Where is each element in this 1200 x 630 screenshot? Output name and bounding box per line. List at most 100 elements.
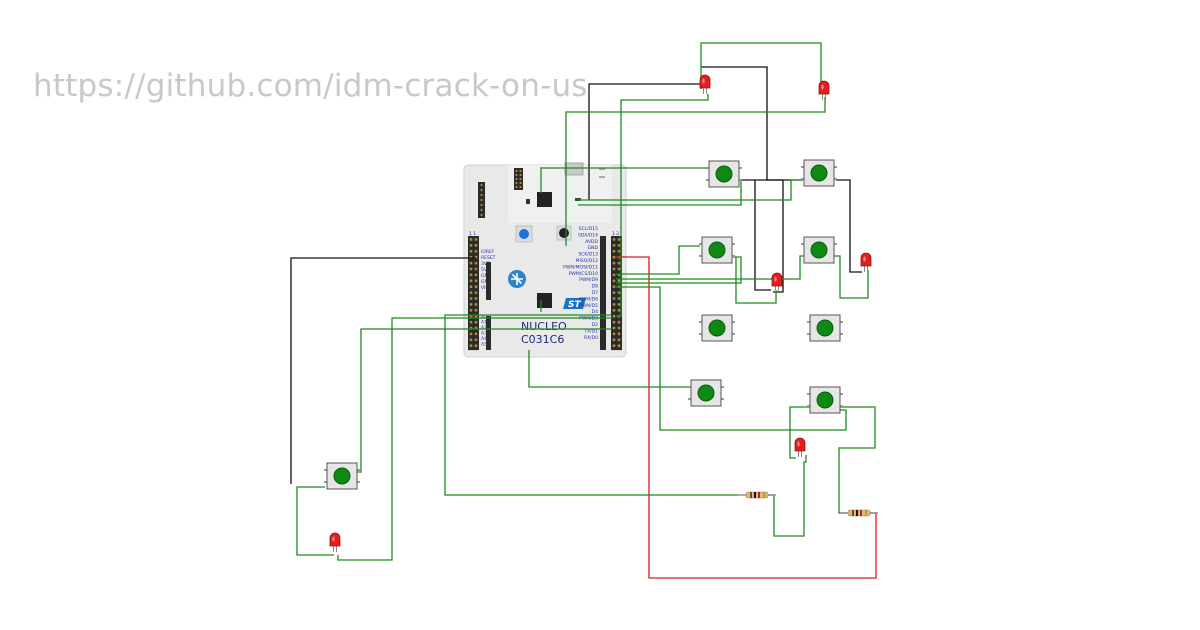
- right-header-pin[interactable]: [617, 238, 621, 241]
- left-header-pin[interactable]: [474, 303, 478, 306]
- right-header-pin[interactable]: [617, 267, 621, 271]
- wire-green-6[interactable]: [578, 180, 742, 206]
- right-header-pin[interactable]: [612, 249, 616, 253]
- right-header-pin[interactable]: [617, 249, 621, 253]
- left-header-pin[interactable]: [474, 244, 478, 247]
- left-header-pin[interactable]: [469, 238, 473, 241]
- wire-green-14[interactable]: [528, 350, 690, 388]
- right-header-pin[interactable]: [612, 303, 616, 306]
- pushbutton-btn-6[interactable]: [806, 314, 844, 342]
- left-header-pin[interactable]: [474, 291, 478, 294]
- right-header-pin[interactable]: [612, 326, 616, 330]
- led-4[interactable]: [860, 252, 872, 273]
- left-header-pin[interactable]: [469, 338, 473, 342]
- right-header-pin[interactable]: [612, 308, 616, 312]
- left-header-pin[interactable]: [469, 244, 473, 247]
- left-header-pin[interactable]: [474, 238, 478, 241]
- wire-green-18[interactable]: [838, 406, 876, 514]
- wire-green-10[interactable]: [616, 256, 742, 284]
- left-header-pin[interactable]: [474, 320, 478, 324]
- right-header-pin[interactable]: [617, 344, 621, 348]
- left-header-pin[interactable]: [469, 303, 473, 306]
- wire-green-8[interactable]: [616, 245, 700, 275]
- right-header-pin[interactable]: [612, 244, 616, 247]
- left-header-pin[interactable]: [469, 297, 473, 300]
- user-button[interactable]: [515, 225, 533, 243]
- right-header-pin[interactable]: [612, 238, 616, 241]
- right-header-pin[interactable]: [612, 338, 616, 342]
- led-6[interactable]: [329, 532, 341, 553]
- right-header-pin[interactable]: [612, 255, 616, 259]
- left-header-pin[interactable]: [469, 261, 473, 265]
- left-header-pin[interactable]: [474, 279, 478, 283]
- wire-green-7[interactable]: [578, 179, 803, 201]
- wire-black-5[interactable]: [754, 180, 771, 291]
- wire-green-13[interactable]: [616, 286, 847, 431]
- right-header-pin[interactable]: [617, 297, 621, 300]
- led-3[interactable]: [771, 272, 783, 293]
- pushbutton-btn-1[interactable]: [705, 160, 743, 188]
- left-header-pin[interactable]: [469, 249, 473, 253]
- left-header-pin[interactable]: [469, 273, 473, 277]
- wire-green-4[interactable]: [540, 167, 708, 193]
- left-header-pin[interactable]: [469, 291, 473, 294]
- left-header-pin[interactable]: [469, 308, 473, 312]
- pushbutton-btn-8[interactable]: [806, 386, 844, 414]
- resistor-1[interactable]: [737, 491, 777, 499]
- wire-green-11[interactable]: [735, 257, 777, 304]
- left-header-pin[interactable]: [469, 332, 473, 336]
- pushbutton-btn-9[interactable]: [323, 462, 361, 490]
- right-header-pin[interactable]: [617, 338, 621, 342]
- right-header-pin[interactable]: [617, 308, 621, 312]
- right-pin-header[interactable]: [611, 236, 622, 351]
- right-header-pin[interactable]: [612, 273, 616, 277]
- left-pin-header[interactable]: [468, 236, 479, 351]
- right-header-pin[interactable]: [617, 320, 621, 324]
- left-header-pin[interactable]: [474, 344, 478, 348]
- right-header-pin[interactable]: [612, 279, 616, 283]
- led-1[interactable]: [699, 74, 711, 95]
- pushbutton-btn-3[interactable]: [698, 236, 736, 264]
- left-header-pin[interactable]: [474, 285, 478, 289]
- left-header-pin[interactable]: [474, 261, 478, 265]
- left-header-pin[interactable]: [474, 332, 478, 336]
- left-header-pin[interactable]: [474, 273, 478, 277]
- wire-green-20[interactable]: [296, 486, 334, 556]
- reset-button[interactable]: [556, 225, 572, 241]
- left-header-pin[interactable]: [474, 338, 478, 342]
- right-header-pin[interactable]: [612, 332, 616, 336]
- left-header-pin[interactable]: [469, 320, 473, 324]
- led-5[interactable]: [794, 437, 806, 458]
- wire-red-1[interactable]: [616, 256, 877, 579]
- right-header-pin[interactable]: [617, 332, 621, 336]
- resistor-2[interactable]: [839, 509, 879, 517]
- pushbutton-btn-2[interactable]: [800, 159, 838, 187]
- right-header-pin[interactable]: [617, 291, 621, 294]
- wire-green-2[interactable]: [565, 97, 826, 246]
- wire-black-6[interactable]: [836, 179, 862, 273]
- wire-green-12[interactable]: [834, 255, 869, 299]
- right-header-pin[interactable]: [612, 314, 616, 318]
- right-header-pin[interactable]: [612, 297, 616, 300]
- left-header-pin[interactable]: [474, 249, 478, 253]
- left-header-pin[interactable]: [474, 308, 478, 312]
- right-header-pin[interactable]: [612, 291, 616, 294]
- pushbutton-btn-4[interactable]: [800, 236, 838, 264]
- right-header-pin[interactable]: [612, 261, 616, 265]
- left-header-pin[interactable]: [469, 279, 473, 283]
- led-2[interactable]: [818, 80, 830, 101]
- right-header-pin[interactable]: [617, 326, 621, 330]
- wire-black-2[interactable]: [588, 83, 701, 200]
- wire-green-3[interactable]: [616, 94, 709, 317]
- left-header-pin[interactable]: [469, 344, 473, 348]
- wire-green-15[interactable]: [789, 406, 810, 459]
- wire-green-19[interactable]: [355, 328, 612, 473]
- left-header-pin[interactable]: [469, 267, 473, 271]
- right-header-pin[interactable]: [617, 279, 621, 283]
- left-header-pin[interactable]: [474, 297, 478, 300]
- right-header-pin[interactable]: [612, 344, 616, 348]
- wire-black-3[interactable]: [701, 66, 803, 181]
- right-header-pin[interactable]: [612, 267, 616, 271]
- pushbutton-btn-5[interactable]: [698, 314, 736, 342]
- right-header-pin[interactable]: [617, 244, 621, 247]
